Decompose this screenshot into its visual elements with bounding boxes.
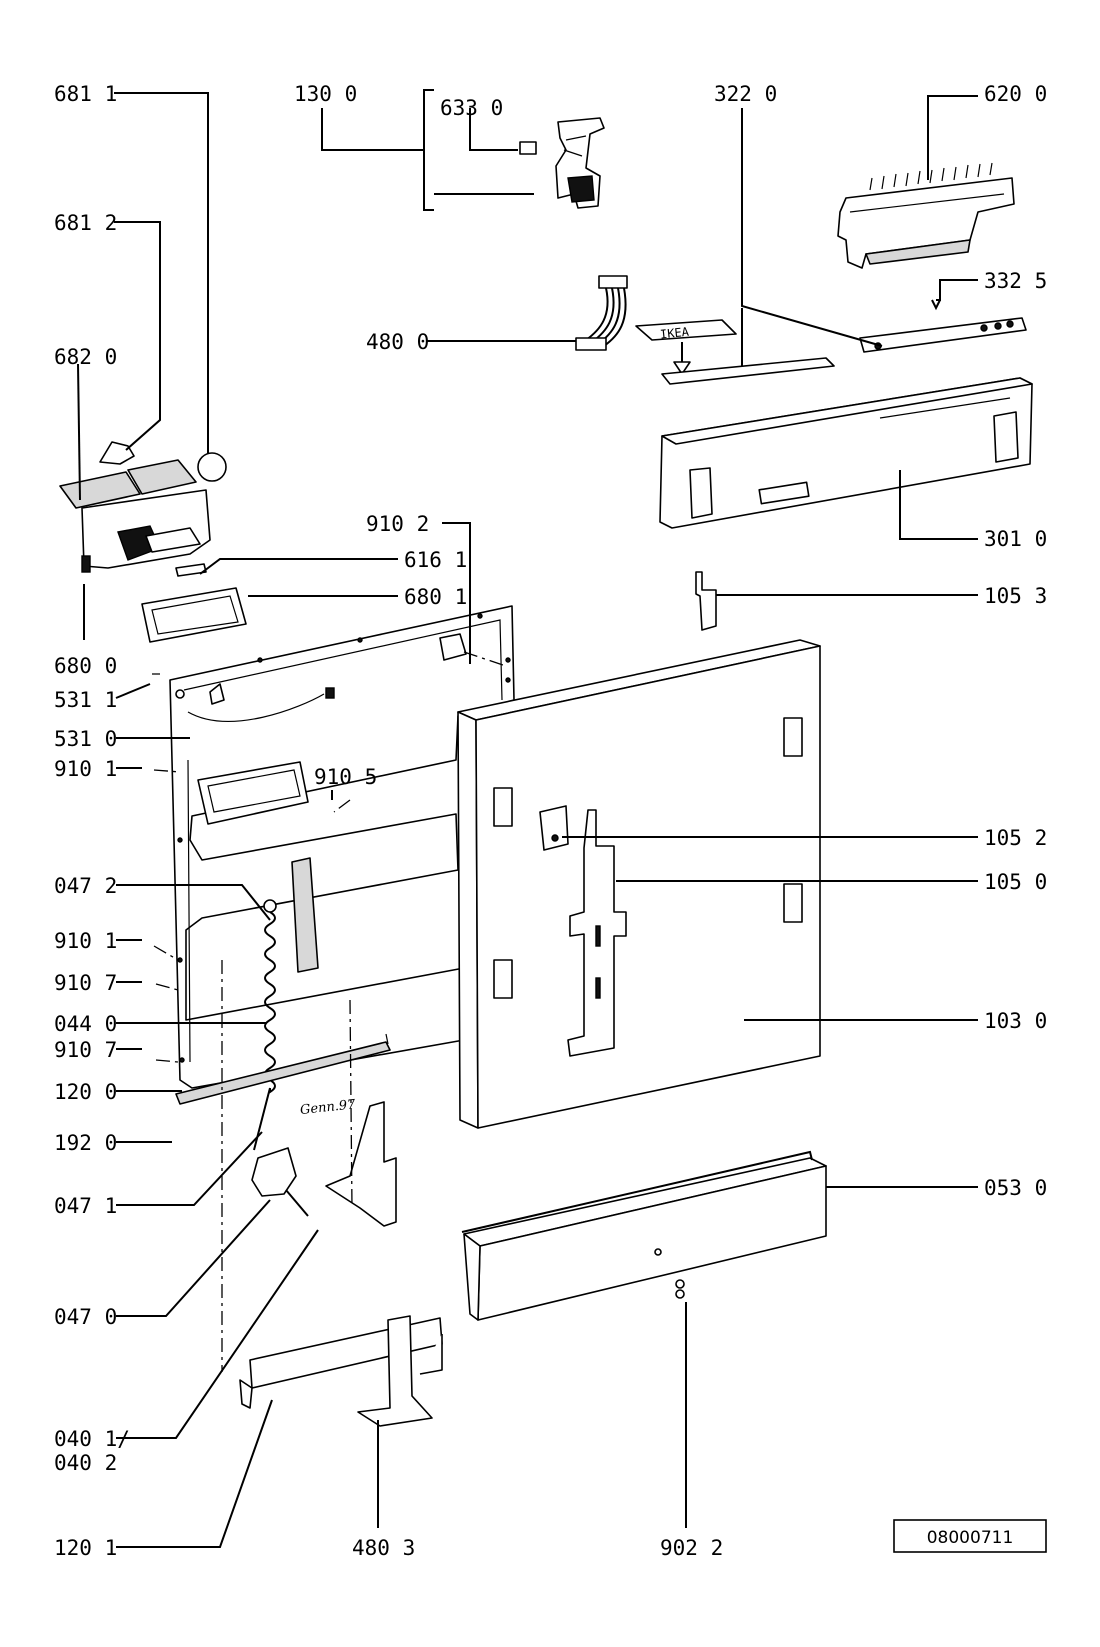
callout-105-2: 105 2 — [984, 826, 1047, 850]
callout-910-5: 910 5 — [314, 765, 377, 789]
callout-620-0: 620 0 — [984, 82, 1047, 106]
button-681-2 — [99, 441, 135, 465]
callout-322-0: 322 0 — [714, 82, 777, 106]
hinge-assembly — [519, 117, 605, 209]
callout-633-0: 633 0 — [440, 96, 503, 120]
dispenser-gasket — [141, 587, 247, 643]
bracket-480-3 — [357, 1315, 433, 1427]
handwritten-date: Genn.97 — [299, 1097, 356, 1118]
trim-strip — [859, 317, 1027, 353]
rail-192-0: Genn.97 — [175, 1033, 391, 1118]
callout-103-0: 103 0 — [984, 1009, 1047, 1033]
callout-105-3: 105 3 — [984, 584, 1047, 608]
callout-680-1: 680 1 — [404, 585, 467, 609]
callout-531-1: 531 1 — [54, 688, 117, 712]
callout-910-7-top: 910 7 — [54, 971, 117, 995]
callout-192-0: 192 0 — [54, 1131, 117, 1155]
callout-902-2: 902 2 — [660, 1536, 723, 1560]
assembly-line-right — [349, 999, 353, 1209]
callout-120-0: 120 0 — [54, 1080, 117, 1104]
kick-plate — [461, 1150, 827, 1321]
ikea-label-text: IKEA — [659, 325, 690, 342]
callout-910-2: 910 2 — [366, 512, 429, 536]
callout-681-1: 681 1 — [54, 82, 117, 106]
callout-053-0: 053 0 — [984, 1176, 1047, 1200]
callout-480-0: 480 0 — [366, 330, 429, 354]
callout-047-1: 047 1 — [54, 1194, 117, 1218]
hinge-bracket-040 — [325, 1101, 397, 1227]
callout-130-0: 130 0 — [294, 82, 357, 106]
drawing-number-box: 08000711 — [893, 1519, 1047, 1553]
wire-harness — [575, 275, 628, 351]
callout-531-0: 531 0 — [54, 727, 117, 751]
callout-105-0: 105 0 — [984, 870, 1047, 894]
ikea-label: IKEA — [635, 319, 835, 385]
callout-047-0: 047 0 — [54, 1305, 117, 1329]
detergent-dispenser — [59, 459, 211, 577]
callout-040-2: 040 2 — [54, 1451, 117, 1475]
control-panel-fascia — [659, 377, 1033, 529]
callout-120-1: 120 1 — [54, 1536, 117, 1560]
callout-910-1-bottom: 910 1 — [54, 929, 117, 953]
leader-lines — [77, 89, 978, 1548]
callout-047-2: 047 2 — [54, 874, 117, 898]
spring-icon — [264, 911, 276, 1094]
callout-680-0: 680 0 — [54, 654, 117, 678]
bracket-105-3 — [695, 571, 717, 631]
drawing-number: 08000711 — [927, 1528, 1014, 1548]
microswitch — [519, 141, 537, 155]
screw-icon — [675, 1279, 685, 1289]
callout-681-2: 681 2 — [54, 211, 117, 235]
electronic-control-module — [837, 162, 1015, 269]
callout-labels: 681 1 130 0 633 0 322 0 620 0 681 2 332 … — [54, 82, 1047, 1560]
callout-301-0: 301 0 — [984, 527, 1047, 551]
callout-910-1-top: 910 1 — [54, 757, 117, 781]
callout-480-3: 480 3 — [352, 1536, 415, 1560]
cable-pulley — [251, 1147, 297, 1197]
ikea-label-icon — [635, 319, 737, 341]
outer-door-panel — [457, 639, 821, 1129]
round-cap-681-1 — [197, 452, 227, 482]
callout-910-7-bottom: 910 7 — [54, 1038, 117, 1062]
callout-682-0: 682 0 — [54, 345, 117, 369]
callout-040-1: 040 1/ — [54, 1427, 130, 1451]
callout-044-0: 044 0 — [54, 1012, 117, 1036]
callout-332-5: 332 5 — [984, 269, 1047, 293]
clip-616-1 — [175, 563, 207, 577]
callout-616-1: 616 1 — [404, 548, 467, 572]
